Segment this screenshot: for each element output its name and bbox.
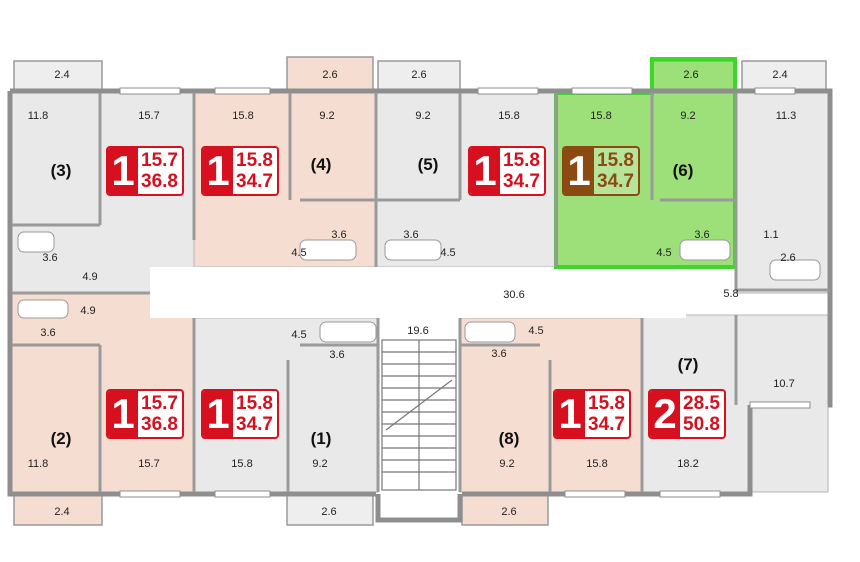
room-count: 1 bbox=[108, 148, 138, 194]
area-label: 11.3 bbox=[776, 110, 797, 122]
total-area: 34.7 bbox=[597, 171, 634, 192]
apartment-number-3: (3) bbox=[51, 161, 72, 180]
area-label: 4.5 bbox=[440, 247, 455, 259]
corridor-fill bbox=[150, 267, 686, 318]
area-label: 3.6 bbox=[40, 327, 55, 339]
area-label: 5.8 bbox=[723, 288, 738, 300]
area-label: 4.5 bbox=[656, 247, 671, 259]
area-label: 2.4 bbox=[772, 69, 787, 81]
area-label: 1.1 bbox=[763, 229, 778, 241]
area-label: 4.9 bbox=[82, 271, 97, 283]
total-area: 36.8 bbox=[141, 414, 178, 435]
room-count: 2 bbox=[650, 391, 680, 437]
area-label: 15.7 bbox=[138, 458, 159, 470]
room-count: 1 bbox=[203, 391, 233, 437]
area-label: 9.2 bbox=[312, 458, 327, 470]
area-label: 4.5 bbox=[528, 325, 543, 337]
area-label: 9.2 bbox=[499, 458, 514, 470]
apartment-number-8: (8) bbox=[499, 429, 520, 448]
balcony-apt2 bbox=[13, 494, 103, 526]
area-label: 4.5 bbox=[291, 329, 306, 341]
area-label: 9.2 bbox=[319, 110, 334, 122]
room-area-labels: 2.4 11.8 15.7 15.8 2.6 9.2 2.6 9.2 15.8 … bbox=[28, 69, 797, 518]
windows bbox=[119, 87, 811, 498]
area-label: 15.8 bbox=[586, 458, 607, 470]
total-area: 50.8 bbox=[683, 414, 720, 435]
apartment-number-2: (2) bbox=[51, 429, 72, 448]
area-label: 4.5 bbox=[291, 247, 306, 259]
apartment-number-7: (7) bbox=[678, 355, 699, 374]
area-label: 2.6 bbox=[322, 69, 337, 81]
apartment-numbers: (1) (2) (3) (4) (5) (6) (7) (8) bbox=[51, 155, 699, 448]
area-label: 3.6 bbox=[42, 252, 57, 264]
living-area: 15.7 bbox=[141, 393, 178, 414]
area-label: 3.6 bbox=[694, 229, 709, 241]
area-label: 18.2 bbox=[677, 458, 698, 470]
balcony-apt3 bbox=[13, 60, 103, 92]
room-count: 1 bbox=[108, 391, 138, 437]
area-label: 15.8 bbox=[590, 110, 611, 122]
area-label: 3.6 bbox=[403, 229, 418, 241]
area-label: 2.6 bbox=[683, 69, 698, 81]
staircase bbox=[381, 339, 457, 491]
total-area: 34.7 bbox=[236, 171, 273, 192]
area-label: 15.7 bbox=[138, 110, 159, 122]
area-label: 2.6 bbox=[321, 506, 336, 518]
room-count: 1 bbox=[564, 148, 594, 194]
balcony-apt1 bbox=[286, 494, 374, 526]
apartment-number-5: (5) bbox=[418, 155, 439, 174]
area-label: 3.6 bbox=[491, 348, 506, 360]
room-count: 1 bbox=[470, 148, 500, 194]
living-area: 15.8 bbox=[597, 150, 634, 171]
apartment-number-1: (1) bbox=[311, 429, 332, 448]
area-label: 2.4 bbox=[54, 69, 69, 81]
total-area: 36.8 bbox=[141, 171, 178, 192]
apartment-number-4: (4) bbox=[311, 155, 332, 174]
living-area: 15.8 bbox=[503, 150, 540, 171]
area-label: 2.6 bbox=[411, 69, 426, 81]
area-label: 9.2 bbox=[680, 110, 695, 122]
area-label: 3.6 bbox=[331, 229, 346, 241]
area-label: 15.8 bbox=[498, 110, 519, 122]
total-area: 34.7 bbox=[588, 414, 625, 435]
area-label: 2.6 bbox=[780, 252, 795, 264]
area-label: 11.8 bbox=[28, 458, 49, 470]
area-label: 3.6 bbox=[329, 349, 344, 361]
area-label: 30.6 bbox=[503, 289, 524, 301]
area-label: 2.4 bbox=[54, 506, 69, 518]
total-area: 34.7 bbox=[503, 171, 540, 192]
area-label: 9.2 bbox=[415, 110, 430, 122]
total-area: 34.7 bbox=[236, 414, 273, 435]
apartment-number-6: (6) bbox=[673, 161, 694, 180]
room-count: 1 bbox=[555, 391, 585, 437]
area-label: 2.6 bbox=[501, 506, 516, 518]
living-area: 15.8 bbox=[588, 393, 625, 414]
living-area: 15.8 bbox=[236, 393, 273, 414]
area-label: 19.6 bbox=[407, 325, 428, 337]
partitions bbox=[12, 93, 830, 492]
area-label: 15.8 bbox=[232, 110, 253, 122]
area-label: 15.8 bbox=[231, 458, 252, 470]
area-label: 11.8 bbox=[28, 110, 49, 122]
room-count: 1 bbox=[203, 148, 233, 194]
bathtubs bbox=[17, 231, 821, 343]
area-label: 10.7 bbox=[773, 378, 794, 390]
balconies bbox=[13, 56, 827, 526]
balcony-apt4 bbox=[286, 56, 374, 94]
living-area: 15.8 bbox=[236, 150, 273, 171]
living-area: 28.5 bbox=[683, 393, 720, 414]
living-area: 15.7 bbox=[141, 150, 178, 171]
area-label: 4.9 bbox=[80, 305, 95, 317]
